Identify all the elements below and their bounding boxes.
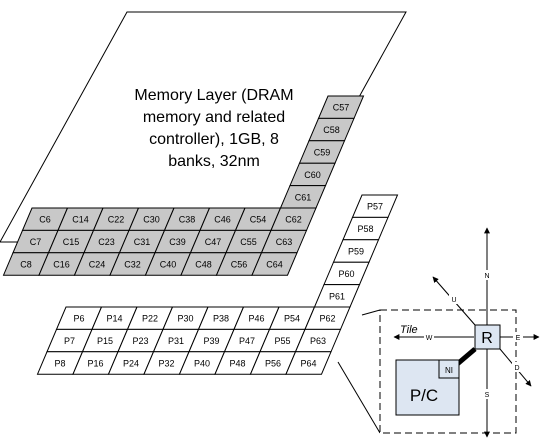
label-u: U bbox=[451, 297, 456, 304]
label-d: D bbox=[514, 365, 519, 372]
processor-cell-label: P39 bbox=[203, 336, 219, 346]
core-cell-label: C39 bbox=[169, 237, 186, 247]
core-cell-label: C24 bbox=[89, 260, 106, 270]
processor-cell-label: P30 bbox=[177, 314, 193, 324]
core-cell-label: C54 bbox=[250, 215, 267, 225]
ni-label: NI bbox=[445, 366, 453, 375]
core-cell-label: C31 bbox=[134, 237, 151, 247]
core-cell-label: C57 bbox=[333, 103, 350, 113]
processor-cell-label: P54 bbox=[284, 314, 300, 324]
core-cell-label: C58 bbox=[323, 125, 340, 135]
processor-cell-label: P63 bbox=[310, 336, 326, 346]
processor-cell-label: P48 bbox=[229, 359, 245, 369]
core-cell-label: C62 bbox=[285, 215, 302, 225]
core-cell-label: C55 bbox=[240, 237, 257, 247]
core-cell-label: C56 bbox=[231, 260, 248, 270]
processor-cell-label: P61 bbox=[329, 291, 345, 301]
core-cell-shape bbox=[251, 252, 298, 276]
label-s: S bbox=[485, 392, 490, 399]
core-cell-label: C23 bbox=[98, 237, 115, 247]
processor-cell-label: P57 bbox=[367, 202, 383, 212]
processor-cell-label: P23 bbox=[132, 336, 148, 346]
processor-cell: P61 bbox=[313, 284, 361, 308]
processor-cell: P64 bbox=[285, 351, 332, 375]
core-cell: C64 bbox=[251, 252, 298, 276]
memory-layer-line-4: banks, 32nm bbox=[168, 153, 260, 170]
processor-cell-label: P58 bbox=[357, 224, 373, 234]
label-e: E bbox=[516, 335, 521, 342]
core-cell-label: C61 bbox=[295, 192, 312, 202]
processor-cell-label: P32 bbox=[158, 359, 174, 369]
processor-cell-label: P38 bbox=[213, 314, 229, 324]
processor-cell-label: P56 bbox=[265, 359, 281, 369]
core-cell-label: C46 bbox=[214, 215, 231, 225]
processor-cell-label: P14 bbox=[106, 314, 122, 324]
core-cell-label: C22 bbox=[108, 215, 125, 225]
processor-cell-shape bbox=[285, 351, 332, 375]
zoom-lines bbox=[337, 309, 381, 434]
processor-cell-label: P62 bbox=[319, 314, 335, 324]
processor-cell: P59 bbox=[332, 239, 380, 263]
processor-cell-label: P6 bbox=[73, 314, 84, 324]
router-box bbox=[474, 324, 501, 350]
label-w: W bbox=[426, 335, 433, 342]
memory-layer-line-2: memory and related bbox=[143, 109, 285, 126]
core-cell-label: C40 bbox=[160, 260, 177, 270]
core-cell-label: C6 bbox=[39, 215, 51, 225]
core-cell-label: C30 bbox=[143, 215, 160, 225]
processor-cell-label: P7 bbox=[64, 336, 75, 346]
router-label: R bbox=[481, 330, 493, 347]
tile-detail: N S E W U D Tile R P/C NI bbox=[379, 227, 540, 438]
memory-layer-line-3: controller), 1GB, 8 bbox=[149, 131, 279, 148]
processor-cell: P57 bbox=[351, 194, 399, 218]
processor-cell-label: P16 bbox=[87, 359, 103, 369]
core-cell-label: C59 bbox=[314, 148, 331, 158]
processor-cell: P60 bbox=[323, 261, 370, 286]
processor-cell-label: P60 bbox=[338, 269, 354, 279]
processor-cell-label: P8 bbox=[54, 359, 65, 369]
processor-cell-label: P40 bbox=[194, 359, 210, 369]
ni-box bbox=[438, 359, 460, 379]
label-n: N bbox=[484, 273, 489, 280]
memory-layer-line-1: Memory Layer (DRAM bbox=[134, 87, 293, 104]
core-cell-label: C47 bbox=[205, 237, 222, 247]
core-cell-label: C60 bbox=[304, 170, 321, 180]
core-cell-label: C48 bbox=[195, 260, 212, 270]
processor-cell: P58 bbox=[342, 216, 389, 241]
processor-cell-label: P55 bbox=[274, 336, 290, 346]
processor-cell-label: P22 bbox=[142, 314, 158, 324]
processor-cell-label: P46 bbox=[248, 314, 264, 324]
processor-cell-label: P47 bbox=[239, 336, 255, 346]
core-cell-label: C7 bbox=[30, 237, 42, 247]
pc-label: P/C bbox=[410, 386, 438, 405]
processor-cell-label: P24 bbox=[123, 359, 139, 369]
core-cell-label: C15 bbox=[63, 237, 80, 247]
processor-cell-label: P15 bbox=[97, 336, 113, 346]
tile-label: Tile bbox=[400, 324, 418, 336]
core-cell-label: C64 bbox=[266, 260, 283, 270]
core-cell-label: C16 bbox=[53, 260, 70, 270]
processor-cell-label: P31 bbox=[168, 336, 184, 346]
core-cell-label: C63 bbox=[276, 237, 293, 247]
core-cell-label: C32 bbox=[124, 260, 141, 270]
processor-cell-label: P64 bbox=[300, 359, 316, 369]
core-cell-label: C38 bbox=[179, 215, 196, 225]
processor-cell-label: P59 bbox=[348, 247, 364, 257]
core-cell-label: C14 bbox=[72, 215, 89, 225]
core-cell-label: C8 bbox=[20, 260, 32, 270]
